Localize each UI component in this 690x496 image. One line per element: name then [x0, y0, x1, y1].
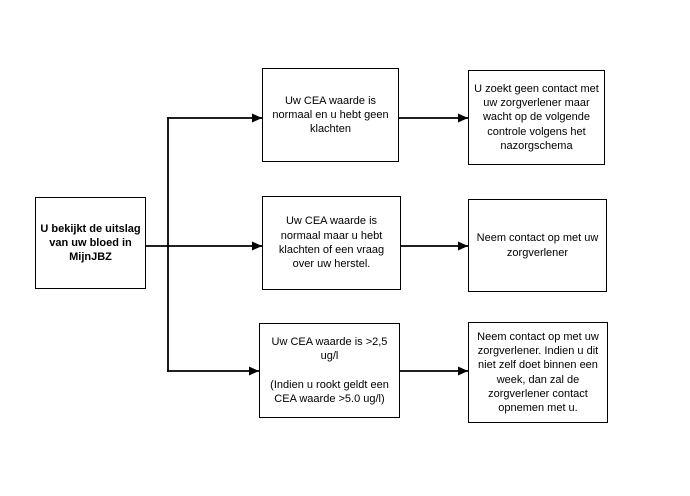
node-actie-contact-binnen-week: Neem contact op met uw zorgverlener. Ind…: [468, 322, 608, 423]
node-cea-verhoogd: Uw CEA waarde is >2,5 ug/l (Indien u roo…: [259, 323, 400, 418]
node-actie-neem-contact: Neem contact op met uw zorgverlener: [468, 199, 607, 292]
node-start-bekijk-uitslag: U bekijkt de uitslag van uw bloed in Mij…: [35, 197, 146, 289]
node-actie-geen-contact-wachten: U zoekt geen contact met uw zorgverlener…: [468, 70, 605, 165]
node-cea-normaal-wel-klachten: Uw CEA waarde is normaal maar u hebt kla…: [262, 196, 401, 290]
node-cea-normaal-geen-klachten: Uw CEA waarde is normaal en u hebt geen …: [262, 68, 399, 162]
